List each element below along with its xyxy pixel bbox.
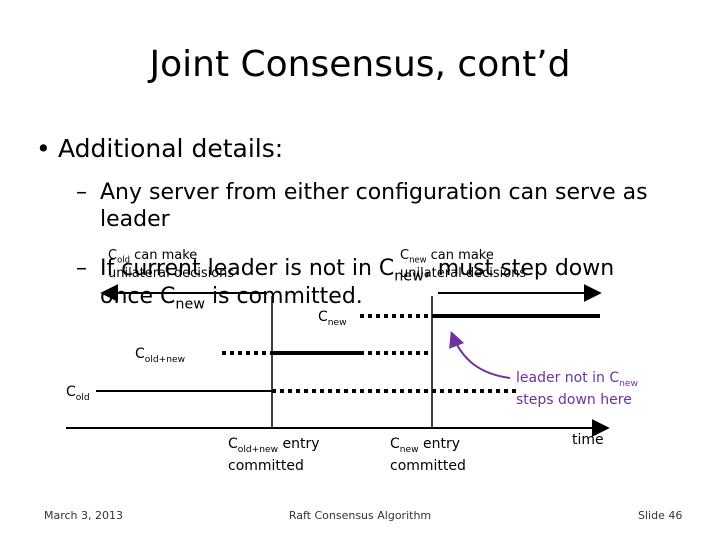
dash: –	[76, 256, 87, 281]
time-label: time	[572, 432, 604, 448]
bullet-additional-details: •Additional details:	[36, 134, 283, 163]
leader-stepdown-note: leader not in Cnew steps down here	[516, 370, 638, 408]
footer-title: Raft Consensus Algorithm	[288, 509, 432, 522]
coldnew-label: Cold+new	[135, 346, 186, 365]
sub-bullet-text-a: If current leader is not in C	[100, 256, 395, 281]
cnew-entry-committed-label: Cnew entry committed	[390, 436, 466, 474]
bullet-text: Additional details:	[58, 134, 284, 163]
cnew-unilateral-label: Cnew can make unilateral decisions	[400, 248, 527, 281]
sub-bullet-subscript: new	[394, 268, 424, 285]
cont-subscript: new	[175, 296, 205, 313]
cold-unilateral-label: Cold can make unilateral decisions	[108, 248, 235, 281]
cont-text-b: is committed.	[204, 284, 363, 309]
footer-date: March 3, 2013	[44, 509, 124, 522]
sub-bullet-any-server-cont: leader	[100, 207, 170, 232]
cold-label: Cold	[66, 384, 90, 403]
dash: –	[76, 180, 87, 205]
coldnew-entry-committed-label: Cold+new entry committed	[228, 436, 320, 474]
sub-bullet-any-server: –Any server from either configuration ca…	[76, 178, 648, 207]
sub-bullet-step-down-cont: once Cnew is committed.	[100, 284, 363, 312]
leader-stepdown-arrow	[449, 331, 511, 379]
slide-title: Joint Consensus, cont’d	[149, 44, 571, 85]
sub-bullet-step-down: –If current leader is not in Cnew, must …	[76, 254, 614, 291]
sub-bullet-text: Any server from either configuration can…	[100, 180, 648, 205]
cnew-label: Cnew	[318, 309, 347, 328]
footer-slide-number: Slide 46	[638, 509, 683, 522]
sub-bullet-text-b: , must step down	[423, 256, 615, 281]
bullet-dot: •	[36, 134, 51, 163]
